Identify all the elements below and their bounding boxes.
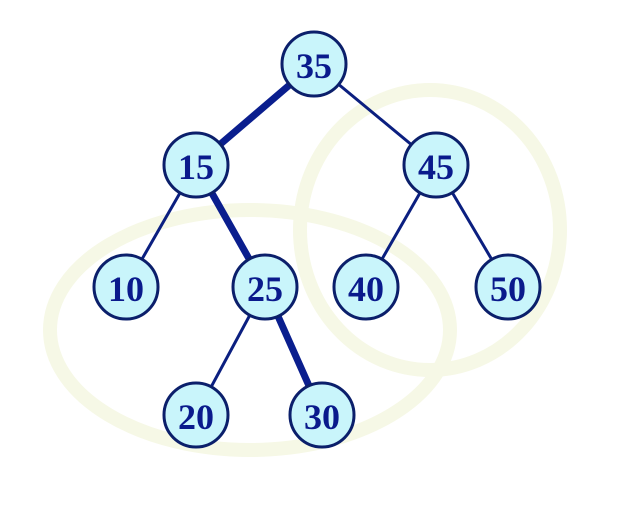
node-label: 40 <box>348 269 384 309</box>
node-label: 50 <box>490 269 526 309</box>
node-label: 15 <box>178 147 214 187</box>
node-label: 20 <box>178 397 214 437</box>
node-circle <box>92 253 160 321</box>
tree-node-25: 25 <box>231 253 299 321</box>
tree-node-30: 30 <box>288 381 356 449</box>
tree-node-20: 20 <box>162 381 230 449</box>
node-circle <box>162 381 230 449</box>
tree-node-45: 45 <box>402 131 470 199</box>
watermark <box>43 83 567 457</box>
tree-node-10: 10 <box>92 253 160 321</box>
tree-node-40: 40 <box>332 253 400 321</box>
node-circle <box>231 253 299 321</box>
node-circle <box>162 131 230 199</box>
tree-node-35: 35 <box>280 30 348 98</box>
node-label: 30 <box>304 397 340 437</box>
tree-node-50: 50 <box>474 253 542 321</box>
node-circle <box>280 30 348 98</box>
node-circle <box>332 253 400 321</box>
node-label: 10 <box>108 269 144 309</box>
node-circle <box>288 381 356 449</box>
node-circle <box>402 131 470 199</box>
node-label: 45 <box>418 147 454 187</box>
node-circle <box>474 253 542 321</box>
node-label: 35 <box>296 46 332 86</box>
tree-node-15: 15 <box>162 131 230 199</box>
nodes-layer: 35 15 45 10 25 40 50 20 30 <box>92 30 542 449</box>
node-label: 25 <box>247 269 283 309</box>
